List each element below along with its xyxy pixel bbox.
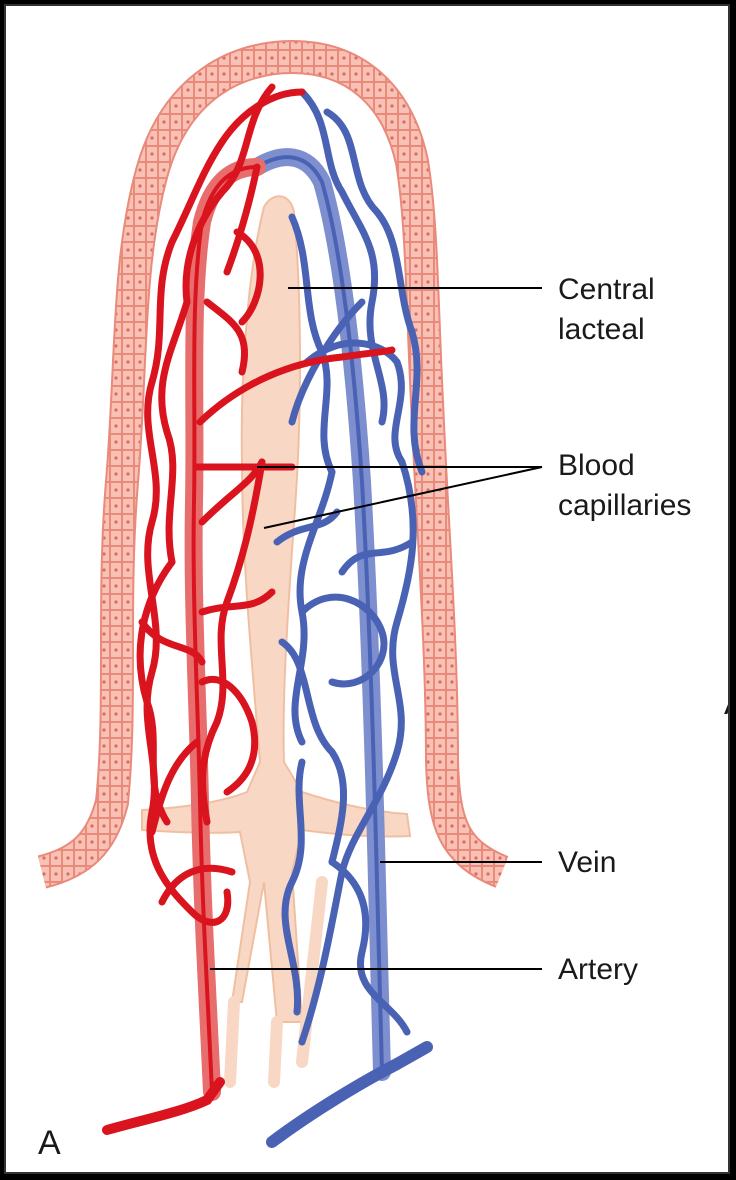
label-blood: Blood <box>558 449 635 482</box>
panel-letter: A <box>38 1124 61 1162</box>
label-artery: Artery <box>558 953 638 986</box>
edge-letter: A <box>724 684 730 722</box>
label-capillaries: capillaries <box>558 489 691 522</box>
figure-frame: Central lacteal Blood capillaries Vein A… <box>4 4 730 1174</box>
label-lacteal: lacteal <box>558 313 645 346</box>
villus-diagram: Central lacteal Blood capillaries Vein A… <box>6 6 730 1174</box>
label-central: Central <box>558 273 655 306</box>
label-vein: Vein <box>558 846 616 879</box>
